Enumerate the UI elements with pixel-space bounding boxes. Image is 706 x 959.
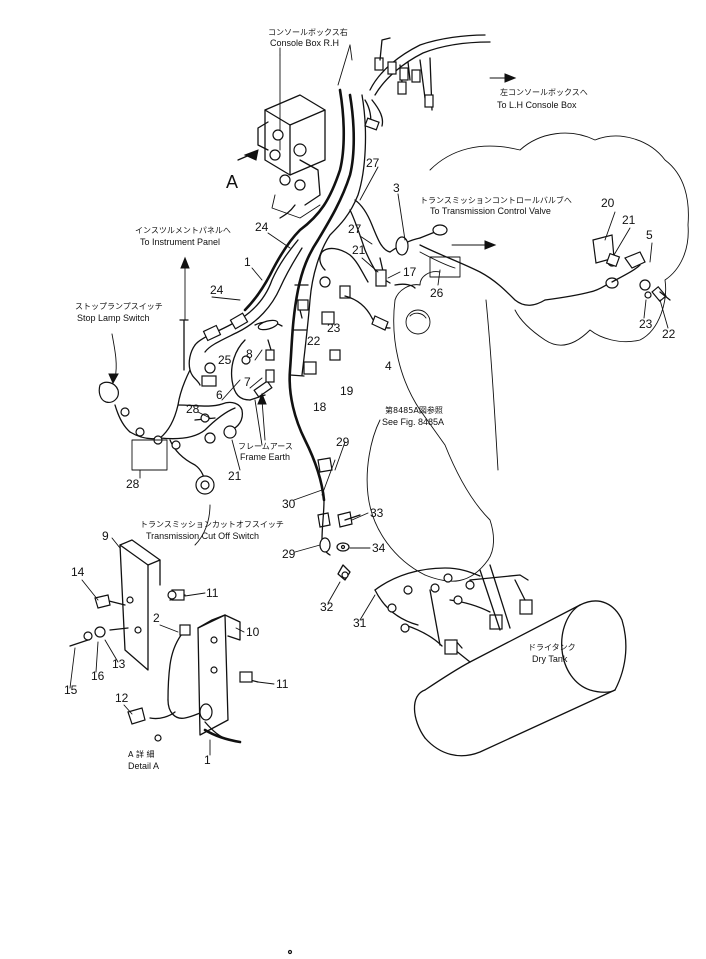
stop-lamp-wiring [98,333,244,495]
part-number-28b: 28 [126,477,140,491]
seefig-en: See Fig. 8485A [382,417,444,427]
console-lh-jp: 左コンソールボックスへ [500,87,588,97]
console-rh-jp: コンソールボックス右 [268,27,348,37]
part-number-15: 15 [64,683,78,697]
part-number-34: 34 [372,541,386,555]
part-number-21b: 21 [352,243,366,257]
part-number-11b: 11 [276,677,289,691]
cutoff-en: Transmission Cut Off Switch [146,531,259,541]
main-harness [243,34,491,556]
instrument-en: To Instrument Panel [140,237,220,247]
dry-tank [287,564,627,955]
part-number-22a: 22 [662,327,676,341]
part-number-1b: 1 [204,753,211,767]
part-number-18: 18 [313,400,327,414]
transctl-en: To Transmission Control Valve [430,206,551,216]
part-number-1a: 1 [244,255,251,269]
part-number-10: 10 [246,625,260,639]
console-lh-en: To L.H Console Box [497,100,577,110]
drytank-jp: ドライタンク [528,643,576,652]
part-number-25: 25 [218,353,232,367]
view-letter-a: A [226,172,238,192]
console-box-rh [237,44,353,219]
part-number-27b: 27 [348,222,362,236]
console-rh-en: Console Box R.H [270,38,339,48]
instrument-jp: インスツルメントパネルへ [135,226,231,235]
part-number-2: 2 [153,611,160,625]
part-number-21c: 21 [228,469,242,483]
detail-a-en: Detail A [128,761,159,771]
text-labels: コンソールボックス右 Console Box R.H 左コンソールボックスへ T… [75,27,588,771]
frame-earth-jp: フレームアース [238,442,293,451]
part-number-8: 8 [246,347,253,361]
part-number-29a: 29 [336,435,350,449]
cutoff-jp: トランスミッションカットオフスイッチ [140,520,284,529]
part-number-16: 16 [91,669,105,683]
part-number-11a: 11 [206,586,219,600]
part-number-19: 19 [340,384,354,398]
part-number-21a: 21 [622,213,636,227]
wire-1-instrument [179,239,303,386]
part-number-7: 7 [244,375,251,389]
part-number-4: 4 [385,359,392,373]
seefig-jp: 第8485A図参照 [385,405,443,415]
part-number-24b: 24 [210,283,224,297]
part-number-23b: 23 [327,321,341,335]
transctl-jp: トランスミッションコントロールバルブへ [420,195,572,205]
frame-earth-wire [201,319,283,441]
part-number-5: 5 [646,228,653,242]
part-number-12: 12 [115,691,129,705]
part-number-28a: 28 [186,402,200,416]
part-number-23a: 23 [639,317,653,331]
part-number-27a: 27 [366,156,380,170]
transmission-valve-wire [297,199,667,375]
detail-a-brackets [69,539,259,744]
part-number-callouts: 27 3 27 24 1 20 21 5 21 17 26 24 23 22 2… [64,156,676,767]
hardware-pieces [336,291,671,552]
part-number-33: 33 [370,506,384,520]
part-number-29b: 29 [282,547,296,561]
part-number-3: 3 [393,181,400,195]
part-number-14: 14 [71,565,85,579]
drytank-en: Dry Tank [532,654,568,664]
part-number-22b: 22 [307,334,321,348]
transmission-housing [366,132,689,582]
part-number-9: 9 [102,529,109,543]
stoplamp-en: Stop Lamp Switch [77,313,150,323]
part-number-30: 30 [282,497,296,511]
part-number-17: 17 [403,265,417,279]
part-number-32: 32 [320,600,334,614]
frame-earth-en: Frame Earth [240,452,290,462]
leader-lines [69,166,669,756]
callout-arrows [194,47,517,546]
part-number-13: 13 [112,657,126,671]
stoplamp-jp: ストップランプスイッチ [75,302,163,311]
detail-a-jp: A 詳 細 [128,749,155,759]
part-number-6: 6 [216,388,223,402]
part-number-24a: 24 [255,220,269,234]
part-number-20: 20 [601,196,615,210]
part-number-31: 31 [353,616,367,630]
part-number-26: 26 [430,286,444,300]
